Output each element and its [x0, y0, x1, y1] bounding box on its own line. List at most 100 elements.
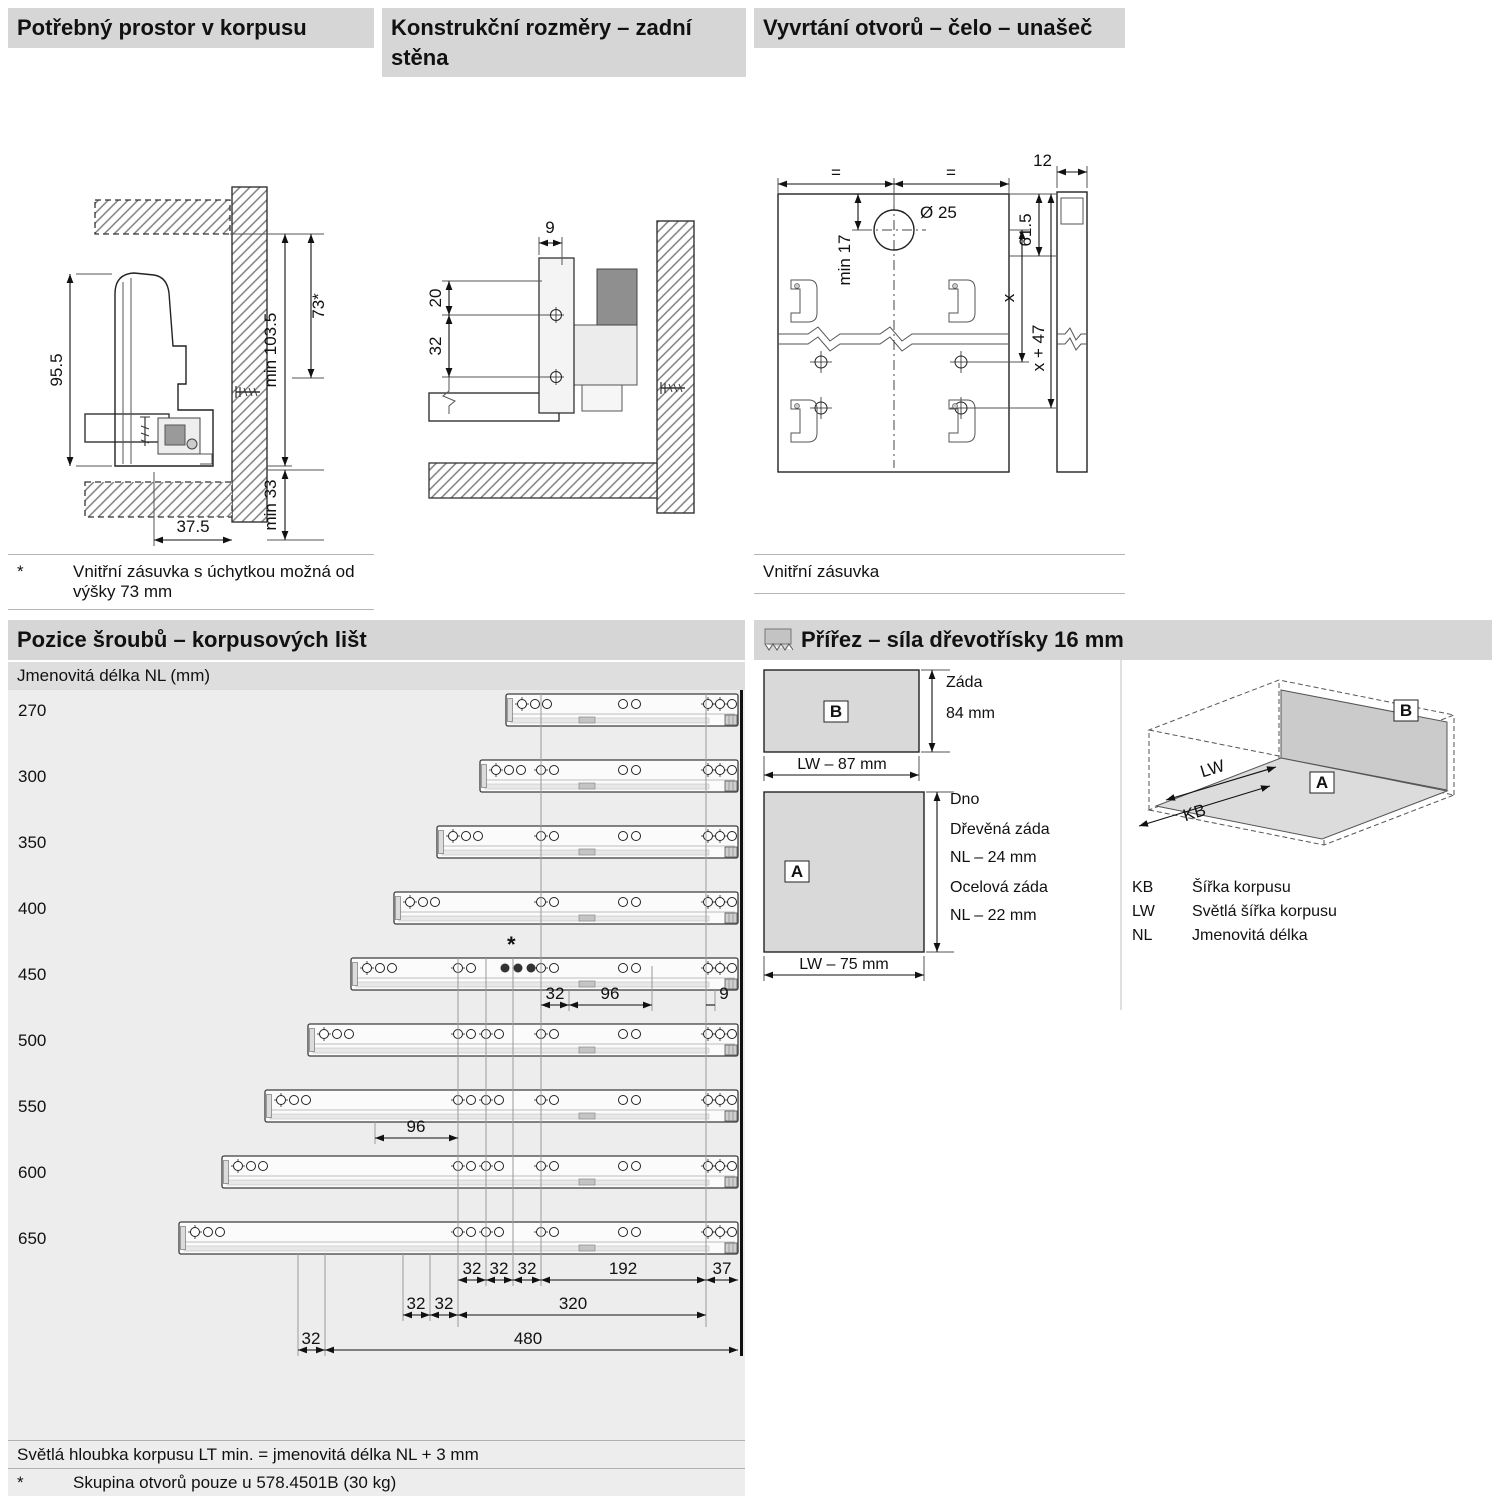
dim-x-label: x	[999, 293, 1018, 302]
mount-hole-bottom	[548, 369, 564, 386]
panel-a-nl24: NL – 24 mm	[950, 849, 1037, 866]
dim-20-label: 20	[426, 289, 445, 308]
panel-a-lw: LW – 75 mm	[799, 956, 889, 973]
dim-min-33-label: min 33	[261, 479, 280, 530]
rail-300	[479, 759, 739, 793]
iso-b-label: B	[1400, 701, 1412, 720]
nl-500: 500	[18, 1031, 46, 1050]
dim-37-5: 37.5	[153, 472, 232, 546]
carrier-brackets	[790, 279, 976, 443]
legend-lw-abbr: LW	[1132, 903, 1156, 920]
nl-350: 350	[18, 833, 46, 852]
iso-lw-label: LW	[1198, 756, 1227, 781]
dim-dia-label: Ø 25	[920, 203, 957, 222]
dim-b-32b: 32	[435, 1294, 454, 1313]
dim-row-c: 32 480	[298, 1329, 738, 1354]
saw-icon	[764, 628, 793, 651]
cutting-drawing: B Záda 84 mm LW – 87 mm A Dno Dřevěná z	[754, 660, 1492, 1022]
nl-450: 450	[18, 965, 46, 984]
cabinet-panels	[428, 220, 695, 515]
nl-600: 600	[18, 1163, 46, 1182]
dim-mid-9: 9	[719, 984, 728, 1003]
star-marker: *	[507, 932, 516, 957]
dim-x47-label: x + 47	[1029, 325, 1048, 372]
panel-title: Potřebný prostor v korpusu	[8, 8, 374, 48]
construction-dims-drawing: 9 20 32	[382, 77, 746, 546]
dim-a-192: 192	[609, 1259, 637, 1278]
panel-cutting: Přířez – síla dřevotřísky 16 mm B Záda 8…	[754, 620, 1492, 1022]
legend-lw-text: Světlá šířka korpusu	[1192, 903, 1337, 920]
panel-subtitle: Jmenovitá délka NL (mm)	[8, 660, 745, 690]
dim-95-5: 95.5	[47, 273, 112, 467]
nl-300: 300	[18, 767, 46, 786]
screw-horizontal	[660, 382, 685, 395]
dim-12: 12	[1033, 151, 1088, 188]
panel-a-dno: Dno	[950, 791, 979, 808]
dim-73: 73*	[292, 234, 328, 379]
dim-b-32a: 32	[407, 1294, 426, 1313]
dim-mid-96: 96	[601, 984, 620, 1003]
mount-hole-top	[548, 307, 564, 324]
panel-title: Konstrukční rozměry – zadní stěna	[382, 8, 746, 78]
drill-hole-circle: Ø 25	[862, 203, 957, 251]
footer-1-text: Světlá hloubka korpusu LT min. = jmenovi…	[17, 1445, 479, 1464]
footnote: * Vnitřní zásuvka s úchytkou možná od vý…	[8, 554, 374, 610]
rail-600	[221, 1155, 739, 1189]
panel-a-nl22: NL – 22 mm	[950, 907, 1037, 924]
panel-a-label: A	[791, 862, 803, 881]
panel-b-84mm: 84 mm	[946, 705, 995, 722]
cut-panel-a: A Dno Dřevěná záda NL – 24 mm Ocelová zá…	[763, 791, 1050, 981]
dim-9-label: 9	[545, 218, 554, 237]
dim-row-a: 32 32 32 192 37	[458, 1259, 738, 1284]
screw-positions-drawing: 270 300 350 400 450 500 550 600 650 * 32…	[8, 690, 745, 1440]
panel-drilling: Vyvrtání otvorů – čelo – unašeč Ø 25	[754, 8, 1125, 594]
panel-construction-dims: Konstrukční rozměry – zadní stěna	[382, 8, 746, 546]
dim-a-32b: 32	[490, 1259, 509, 1278]
legend-kb-text: Šířka korpusu	[1192, 877, 1291, 896]
footnote-star: *	[17, 562, 24, 581]
dim-mid-32: 32	[546, 984, 565, 1003]
dim-a-32c: 32	[518, 1259, 537, 1278]
panel-title: Přířez – síla dřevotřísky 16 mm	[801, 627, 1124, 653]
panel-space-required: Potřebný prostor v korpusu	[8, 8, 374, 610]
panel-title: Vyvrtání otvorů – čelo – unašeč	[754, 8, 1125, 48]
side-strip	[1056, 191, 1088, 473]
dim-20-32: 20 32	[426, 280, 548, 415]
panel-b-lw: LW – 87 mm	[797, 756, 887, 773]
dim-min-17: min 17	[835, 194, 872, 286]
mount-holes	[810, 351, 972, 419]
panel-title-bar: Přířez – síla dřevotřísky 16 mm	[754, 620, 1492, 660]
nl-400: 400	[18, 899, 46, 918]
dim-32-label: 32	[426, 337, 445, 356]
drilling-drawing: Ø 25 = = 12 min 17	[754, 48, 1125, 554]
dim-73-label: 73*	[309, 293, 328, 319]
nl-270: 270	[18, 701, 46, 720]
legend: KB Šířka korpusu LW Světlá šířka korpusu…	[1132, 877, 1337, 944]
nl-650: 650	[18, 1229, 46, 1248]
dim-equal: = =	[777, 163, 1010, 206]
dim-c-32: 32	[302, 1329, 321, 1348]
cut-panel-b: B Záda 84 mm LW – 87 mm	[763, 669, 995, 781]
nl-labels: 270 300 350 400 450 500 550 600 650	[18, 701, 46, 1248]
dim-c-480: 480	[514, 1329, 542, 1348]
footer-2-star: *	[17, 1473, 24, 1492]
dim-row-mid: 32 96 9	[541, 984, 729, 1009]
dim-row-96: 96	[375, 1117, 458, 1142]
rail-270	[505, 693, 739, 727]
rail-550	[264, 1089, 739, 1123]
screw-vertical	[140, 416, 150, 446]
footer-text: Vnitřní zásuvka	[763, 562, 880, 581]
dims-right: x 61.5 x + 47	[970, 193, 1056, 409]
dim-row-b: 32 32 320	[403, 1294, 706, 1319]
panel-a-steel: Ocelová záda	[950, 879, 1048, 896]
screw-horizontal	[235, 386, 260, 398]
dim-eq1-label: =	[831, 163, 841, 182]
panel-footer: Vnitřní zásuvka	[754, 554, 1125, 594]
drawer-side-profile	[114, 272, 214, 467]
dim-95-5-label: 95.5	[47, 353, 66, 386]
iso-a-label: A	[1316, 773, 1328, 792]
dim-min-17-label: min 17	[835, 234, 854, 285]
dim-12-label: 12	[1033, 151, 1052, 170]
panel-b-label: B	[830, 702, 842, 721]
